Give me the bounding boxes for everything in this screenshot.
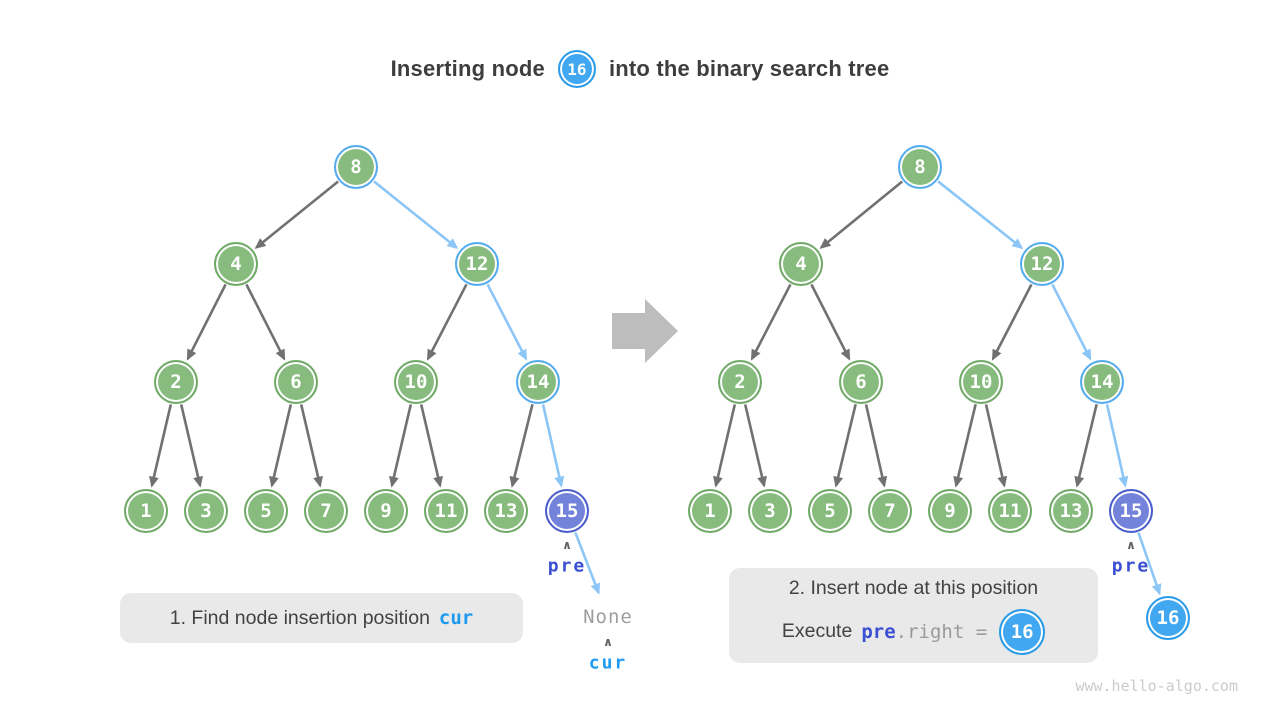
- left-node-3: 3: [184, 489, 228, 533]
- title-prefix: Inserting node: [390, 56, 545, 81]
- none-label: None: [583, 606, 633, 628]
- step2-text: 2. Insert node at this position: [788, 576, 1039, 599]
- edge-right-n6-n5: [833, 404, 857, 488]
- right-pre-caret-icon: ∧: [1126, 538, 1136, 552]
- left-node-6: 6: [274, 360, 318, 404]
- edge-right-n14-n15: [1105, 404, 1129, 488]
- right-node-1: 1: [688, 489, 732, 533]
- left-node-14: 14: [516, 360, 560, 404]
- right-pre-label: pre: [1111, 555, 1151, 577]
- edge-right-n10-n9: [953, 404, 977, 488]
- left-node-9: 9: [364, 489, 408, 533]
- step1-cur-code: cur: [438, 607, 474, 629]
- left-node-4: 4: [214, 242, 258, 286]
- right-node-4: 4: [779, 242, 823, 286]
- left-node-11: 11: [424, 489, 468, 533]
- edge-right-n4-n6: [810, 283, 851, 361]
- right-node-10: 10: [959, 360, 1003, 404]
- step2-execute-text: Execute: [781, 620, 853, 642]
- edge-right-n6-n7: [864, 404, 888, 488]
- right-node-7: 7: [868, 489, 912, 533]
- right-node-5: 5: [808, 489, 852, 533]
- left-node-15: 15: [545, 489, 589, 533]
- left-node-8: 8: [334, 145, 378, 189]
- right-node-9: 9: [928, 489, 972, 533]
- left-node-10: 10: [394, 360, 438, 404]
- step1-caption: 1. Find node insertion position cur: [120, 593, 523, 643]
- edge-left-n12-n10: [426, 283, 468, 361]
- right-node-11: 11: [988, 489, 1032, 533]
- left-pre-label: pre: [547, 555, 587, 577]
- edge-right-n2-n1: [713, 404, 737, 488]
- right-node-15: 15: [1109, 489, 1153, 533]
- cur-label: cur: [588, 652, 628, 674]
- edge-left-n4-n6: [245, 283, 286, 361]
- edge-left-n8-n4: [254, 180, 339, 249]
- left-node-5: 5: [244, 489, 288, 533]
- transition-arrow-icon: [612, 299, 678, 363]
- edge-left-n6-n5: [269, 404, 293, 488]
- step2-line1: 2. Insert node at this position: [789, 577, 1038, 600]
- watermark: www.hello-algo.com: [1075, 677, 1238, 695]
- right-node-14: 14: [1080, 360, 1124, 404]
- edge-right-n14-n13: [1074, 404, 1098, 488]
- cur-caret-icon: ∧: [603, 635, 613, 649]
- edge-right-n15-n16: [1137, 532, 1162, 596]
- right-node-3: 3: [748, 489, 792, 533]
- edge-right-n2-n3: [743, 404, 767, 488]
- step2-node-16-badge: 16: [999, 608, 1046, 655]
- left-node-13: 13: [484, 489, 528, 533]
- right-node-6: 6: [839, 360, 883, 404]
- edge-right-n8-n12: [937, 180, 1024, 250]
- left-node-2: 2: [154, 360, 198, 404]
- right-node-12: 12: [1020, 242, 1064, 286]
- step2-line2: Execute pre .right = 16: [781, 608, 1046, 655]
- edge-left-n2-n3: [179, 404, 203, 488]
- right-node-2: 2: [718, 360, 762, 404]
- edge-left-n10-n9: [389, 404, 413, 488]
- right-node-16: 16: [1146, 596, 1190, 640]
- edge-left-n10-n11: [419, 404, 443, 488]
- edge-right-n10-n11: [984, 404, 1008, 488]
- edge-left-n8-n12: [373, 180, 459, 249]
- right-node-13: 13: [1049, 489, 1093, 533]
- left-node-1: 1: [124, 489, 168, 533]
- step1-text: 1. Find node insertion position: [169, 606, 430, 629]
- edge-right-n12-n10: [991, 283, 1033, 361]
- edge-right-n8-n4: [819, 180, 903, 249]
- edge-left-n15-none: [574, 531, 601, 595]
- edge-right-n4-n2: [750, 283, 792, 361]
- right-node-8: 8: [898, 145, 942, 189]
- title-node-16-badge: 16: [557, 50, 596, 88]
- edge-left-n14-n13: [509, 404, 534, 488]
- edge-left-n6-n7: [299, 404, 323, 488]
- step2-pre-code: pre: [861, 620, 896, 643]
- edge-right-n12-n14: [1051, 283, 1092, 361]
- left-node-7: 7: [304, 489, 348, 533]
- edge-left-n4-n2: [186, 283, 227, 361]
- edge-left-n12-n14: [486, 283, 528, 361]
- title-suffix: into the binary search tree: [608, 56, 890, 81]
- left-pre-caret-icon: ∧: [562, 538, 572, 552]
- left-node-12: 12: [455, 242, 499, 286]
- step2-right-code: .right =: [895, 620, 988, 643]
- diagram-title: Inserting node 16 into the binary search…: [0, 50, 1280, 88]
- edge-left-n2-n1: [149, 404, 173, 488]
- edge-left-n14-n15: [541, 404, 565, 488]
- step2-caption: 2. Insert node at this position Execute …: [729, 568, 1098, 663]
